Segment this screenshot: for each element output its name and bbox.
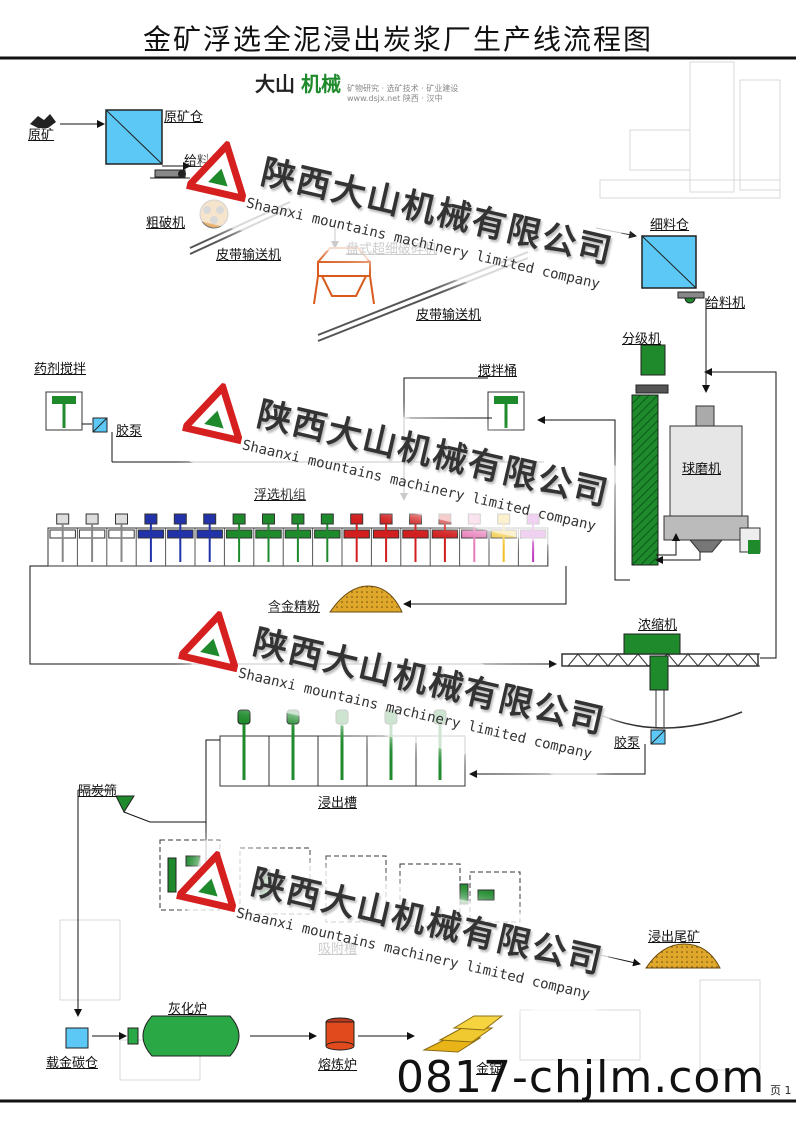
pump-1 <box>92 417 108 433</box>
flotation-cell <box>49 513 78 566</box>
reagent-mixer-tank <box>45 391 83 431</box>
label-ashing-furnace: 灰化炉 <box>168 1002 208 1017</box>
label-feeder-2: 给料机 <box>706 296 746 311</box>
label-thickener: 浓缩机 <box>638 618 678 633</box>
footer-url: 0817-chjlm.com <box>396 1052 766 1103</box>
label-crusher: 粗破机 <box>146 216 186 231</box>
label-loaded-carbon: 载金碳仓 <box>46 1056 99 1071</box>
leach-tank <box>366 709 417 787</box>
label-gold-concentrate: 含金精粉 <box>268 600 321 615</box>
logo-tagline: 矿物研究 · 选矿技术 · 矿业建设 <box>347 84 459 93</box>
page-number: 页 1 <box>770 1084 792 1097</box>
logo-name-part2: 机械 <box>301 72 341 96</box>
adsorption-agitators <box>167 855 495 905</box>
label-leach-tailings: 浸出尾矿 <box>648 930 701 945</box>
adsorption-tanks <box>159 839 521 927</box>
logo-name-part1: 大山 <box>255 72 295 96</box>
label-pump-2: 胶泵 <box>614 736 641 751</box>
carbon-screen <box>115 795 135 814</box>
company-logo: 大山 机械 矿物研究 · 选矿技术 · 矿业建设 www.dsjx.net 陕西… <box>255 68 458 104</box>
thickener <box>561 633 760 729</box>
gold-concentrate-pile <box>329 585 403 613</box>
leach-tank <box>219 709 270 787</box>
fine-ore-bin <box>641 235 697 289</box>
leach-tanks <box>219 709 466 787</box>
leach-tank <box>415 709 466 787</box>
loaded-carbon-bin <box>65 1027 89 1049</box>
page-title: 金矿浮选全泥浸出炭浆厂生产线流程图 <box>142 23 653 56</box>
spiral-classifier <box>631 344 669 566</box>
label-feeder-1: 给料机 <box>184 154 224 169</box>
flotation-cell <box>78 513 108 566</box>
label-flotation: 浮选机组 <box>254 488 307 503</box>
label-raw-bin: 原矿仓 <box>164 110 204 125</box>
label-gold: 金锭 <box>476 1062 503 1077</box>
label-reagent-mix: 药剂搅拌 <box>34 362 87 377</box>
agitator-tank <box>487 391 525 431</box>
ball-mill <box>663 405 761 554</box>
flotation-cell <box>108 513 137 566</box>
raw-ore-icon <box>30 114 56 128</box>
logo-web: www.dsjx.net 陕西 · 汉中 <box>347 94 443 103</box>
raw-ore-bin <box>105 109 163 165</box>
label-classifier: 分级机 <box>622 332 662 347</box>
label-leach-tank: 浸出槽 <box>318 796 358 811</box>
feeder-2 <box>677 291 705 304</box>
flotation-cell <box>137 513 167 566</box>
label-smelting-furnace: 熔炼炉 <box>318 1058 358 1073</box>
label-adsorption: 吸附槽 <box>318 942 358 957</box>
ashing-furnace <box>127 1015 240 1057</box>
label-agitator: 搅拌桶 <box>478 364 518 379</box>
label-carbon-screen: 隔炭筛 <box>78 784 118 799</box>
label-pump-1: 胶泵 <box>116 424 143 439</box>
coarse-crusher <box>199 199 229 229</box>
label-disc-crusher: 盘式超细破碎机 <box>346 242 438 257</box>
label-belt-1: 皮带输送机 <box>216 248 282 263</box>
feeder-1 <box>150 169 190 179</box>
label-raw-ore: 原矿 <box>28 128 55 143</box>
pump-2 <box>650 729 666 745</box>
smelting-furnace <box>325 1017 355 1051</box>
leach-tank <box>317 709 368 787</box>
label-fine-bin: 细料仓 <box>650 218 690 233</box>
leach-tank <box>268 709 319 787</box>
label-belt-2: 皮带输送机 <box>416 308 482 323</box>
background-decoration <box>59 61 781 1081</box>
flotation-bank <box>47 513 549 567</box>
leach-tailings-pile <box>645 943 721 969</box>
label-ball-mill: 球磨机 <box>682 462 722 477</box>
